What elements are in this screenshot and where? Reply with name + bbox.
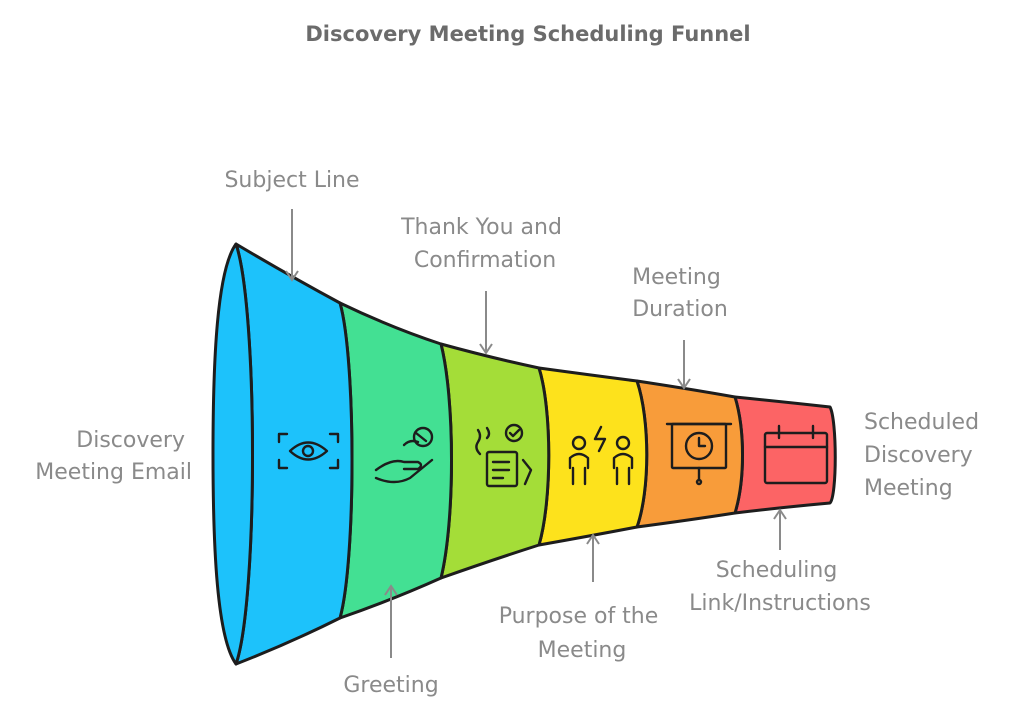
eye-icon xyxy=(277,432,340,470)
diagram-title: Discovery Meeting Scheduling Funnel xyxy=(305,22,750,46)
svg-text:Greeting: Greeting xyxy=(343,673,438,698)
svg-text:Thank You and Confirmati: Thank You and Confirmation xyxy=(400,215,569,273)
hand-giving-icon xyxy=(374,426,434,484)
svg-text:Purpose of the Meeting: Purpose of the Meeting xyxy=(499,604,666,663)
stage-label-purpose: Purpose of the Meeting xyxy=(499,533,666,663)
entry-label: Discovery Meeting Email xyxy=(35,428,192,485)
funnel-stage-6 xyxy=(733,395,837,515)
stage-label-subject-line: Subject Line xyxy=(224,168,360,282)
svg-text:Scheduling Link/Instruct: Scheduling Link/Instructions xyxy=(689,558,871,616)
stage-label-thank-you: Thank You and Confirmation xyxy=(400,215,569,355)
calendar-icon xyxy=(763,424,829,485)
checklist-icon xyxy=(475,423,533,488)
stage-label-scheduling-link: Scheduling Link/Instructions xyxy=(689,508,871,616)
funnel-mouth xyxy=(211,242,254,666)
svg-text:Meeting Duration: Meeting Duration xyxy=(632,265,728,322)
stage-label-duration: Meeting Duration xyxy=(632,265,728,390)
presentation-clock-icon xyxy=(665,422,733,486)
exit-label: Scheduled Discovery Meeting xyxy=(864,410,986,501)
svg-text:Subject Line: Subject Line xyxy=(224,168,359,193)
people-exchange-icon xyxy=(568,425,634,486)
stage-label-greeting: Greeting xyxy=(343,584,439,698)
